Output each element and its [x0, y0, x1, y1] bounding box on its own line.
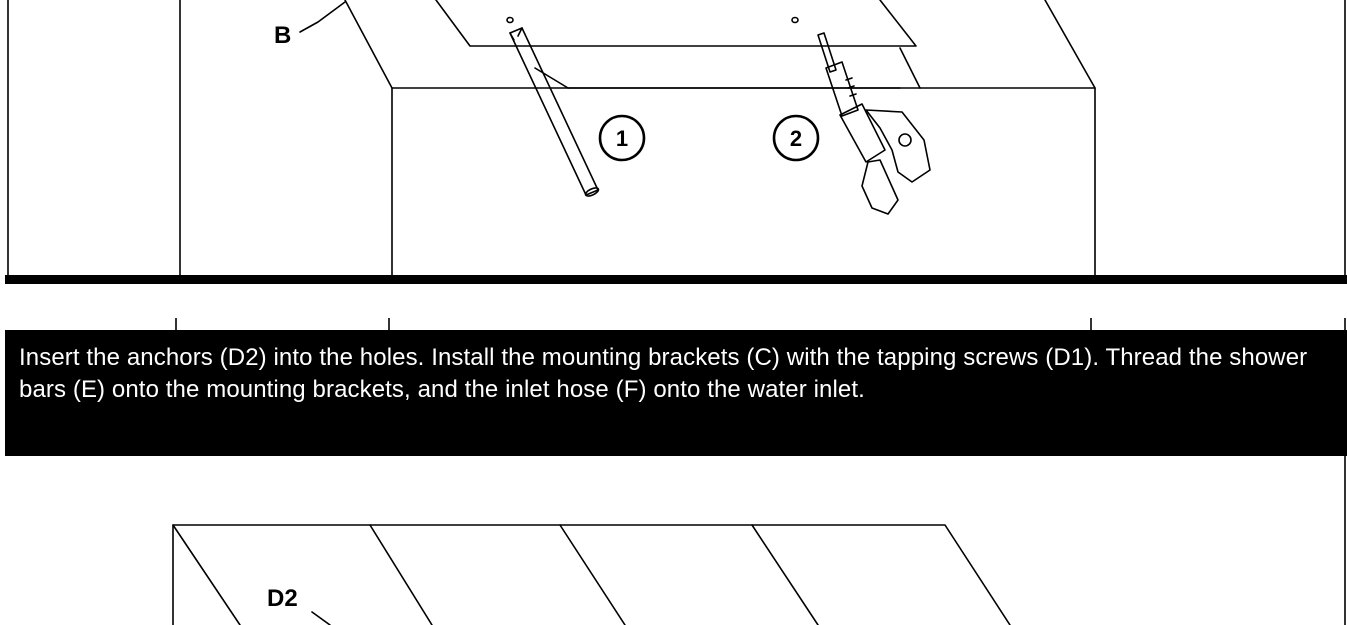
step-2-number: 2 [790, 126, 802, 151]
template-sheet [435, 0, 917, 47]
instruction-text: Insert the anchors (D2) into the holes. … [19, 344, 1308, 403]
pencil-icon [509, 27, 600, 197]
label-b: B [274, 22, 291, 49]
box-front-top [391, 87, 1096, 276]
hole-left [506, 16, 514, 24]
box-inner-left [534, 67, 569, 89]
drill-icon [817, 32, 931, 215]
box-inner-right [899, 47, 921, 89]
instruction-banner: Insert the anchors (D2) into the holes. … [5, 330, 1347, 456]
step-1-number: 1 [616, 126, 628, 151]
bottom-wall-diagram [172, 455, 1346, 625]
section-divider [5, 275, 1347, 284]
step-1-circle [598, 114, 646, 162]
box-right-bevel [1044, 0, 1096, 89]
hole-right [791, 16, 799, 24]
section-ticks [175, 318, 1346, 330]
label-b-leader [299, 1, 346, 33]
label-d2: D2 [267, 585, 298, 612]
step-2-circle [772, 114, 820, 162]
box-left-edge [344, 0, 393, 276]
